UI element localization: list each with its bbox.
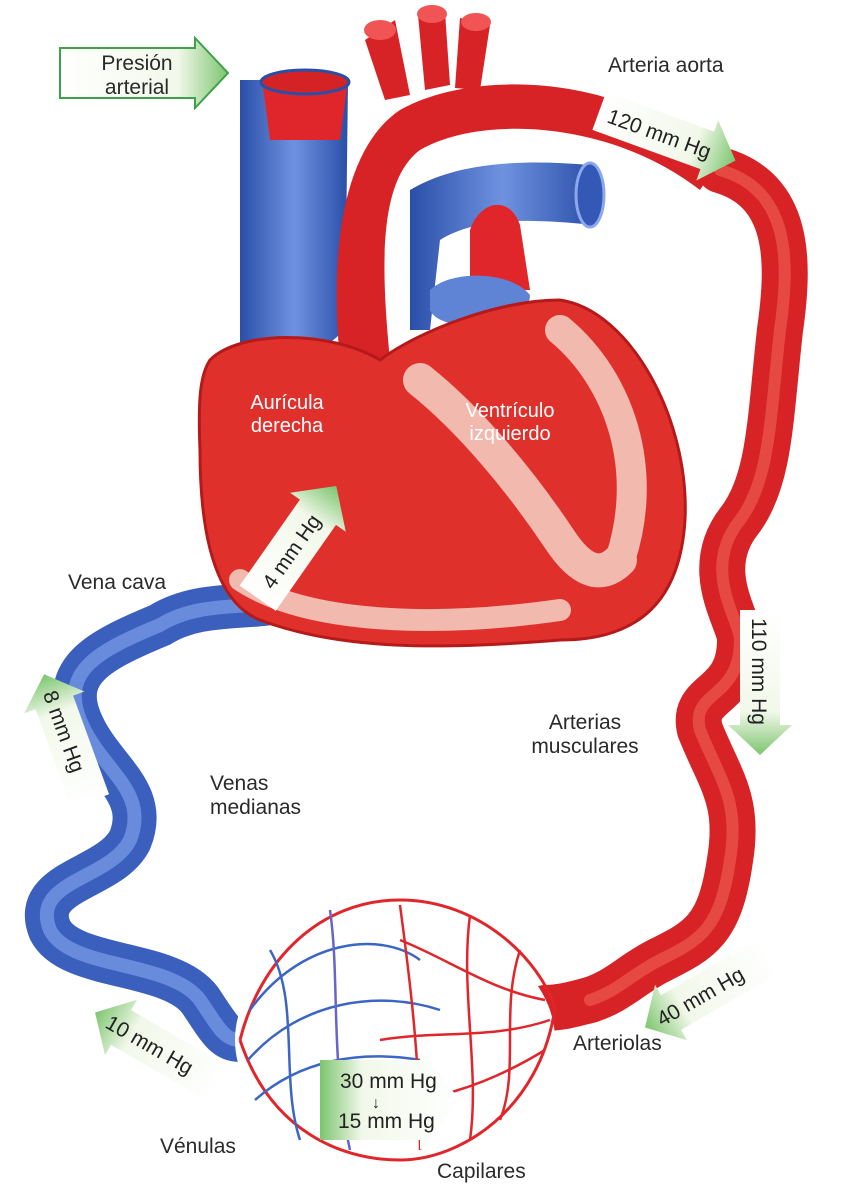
pressure-capillary-out-label: 15 mm Hg <box>338 1110 435 1133</box>
ventricle-line1: Ventrículo <box>450 400 570 423</box>
venules-label: Vénulas <box>160 1135 236 1159</box>
title-label: Presión arterial <box>82 52 192 100</box>
muscular-arteries-label: Arterias musculares <box>520 711 650 759</box>
aorta-label: Arteria aorta <box>608 54 724 78</box>
arterioles-label: Arteriolas <box>573 1032 662 1056</box>
median-veins-line1: Venas <box>210 772 301 796</box>
median-veins-line2: medianas <box>210 796 301 820</box>
capillaries-label: Capilares <box>437 1160 526 1184</box>
ventricle-label: Ventrículo izquierdo <box>450 400 570 446</box>
pressure-muscular-label: 110 mm Hg <box>747 618 770 725</box>
vena-cava-label: Vena cava <box>68 571 166 595</box>
median-veins-label: Venas medianas <box>210 772 301 820</box>
atrium-line1: Aurícula <box>232 392 342 415</box>
atrium-label: Aurícula derecha <box>232 392 342 438</box>
muscular-arteries-line2: musculares <box>520 735 650 759</box>
pressure-capillary-in-label: 30 mm Hg <box>340 1070 437 1093</box>
title-line1: Presión <box>82 52 192 76</box>
muscular-arteries-line1: Arterias <box>520 711 650 735</box>
atrium-line2: derecha <box>232 415 342 438</box>
title-line2: arterial <box>82 76 192 100</box>
ventricle-line2: izquierdo <box>450 423 570 446</box>
